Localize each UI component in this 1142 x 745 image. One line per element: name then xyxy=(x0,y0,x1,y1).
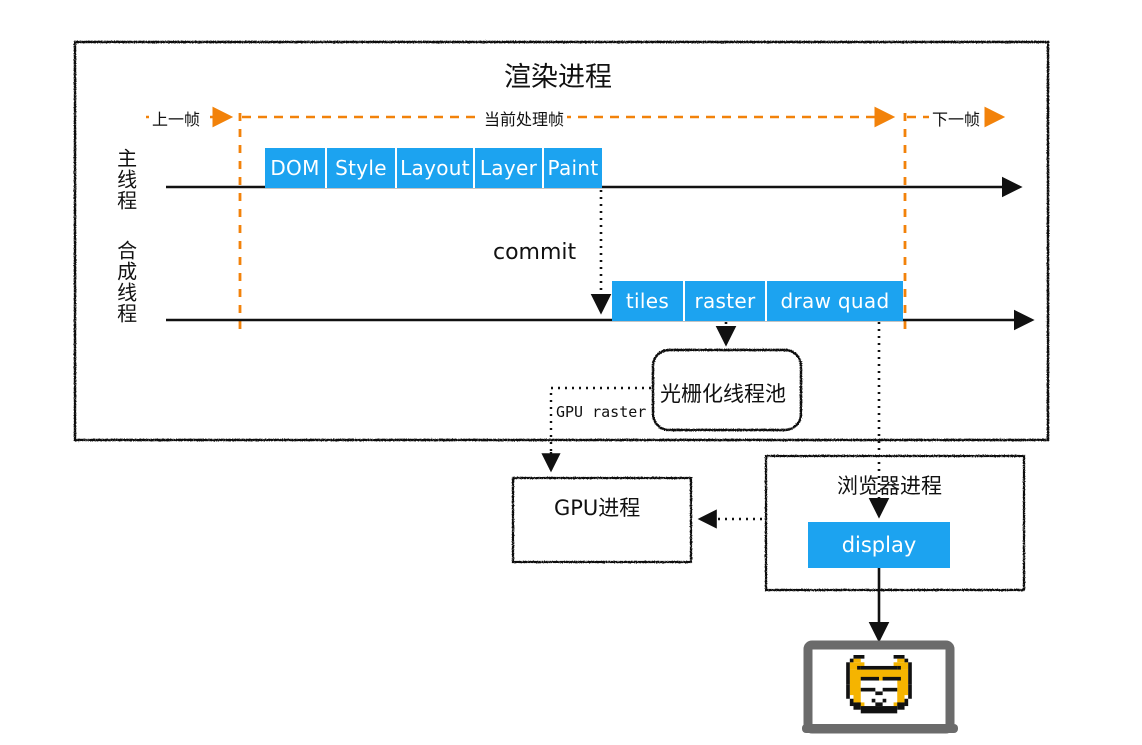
stage-dom[interactable]: DOM xyxy=(265,148,327,188)
browser-process-label: 浏览器进程 xyxy=(837,474,942,498)
doge-icon xyxy=(846,655,912,714)
next-frame-label: 下一帧 xyxy=(929,106,984,130)
lane-label-main-thread: 主线程 xyxy=(113,148,138,211)
stage-draw-quad[interactable]: draw quad xyxy=(767,281,903,321)
stage-style[interactable]: Style xyxy=(327,148,397,188)
commit-label: commit xyxy=(493,240,577,265)
stage-tiles[interactable]: tiles xyxy=(612,281,685,321)
stage-paint[interactable]: Paint xyxy=(544,148,602,188)
stage-layout[interactable]: Layout xyxy=(397,148,475,188)
stage-raster[interactable]: raster xyxy=(685,281,767,321)
current-frame-label: 当前处理帧 xyxy=(481,106,568,130)
lane-label-compositor-thread: 合成线程 xyxy=(113,240,138,324)
gpu-raster-path xyxy=(549,386,651,468)
stage-layer[interactable]: Layer xyxy=(475,148,544,188)
gpu-raster-label: GPU raster xyxy=(556,403,647,421)
page-title: 渲染进程 xyxy=(504,62,612,93)
gpu-process-label: GPU进程 xyxy=(554,496,641,520)
previous-frame-label: 上一帧 xyxy=(149,106,204,130)
display-box[interactable]: display xyxy=(808,522,950,568)
raster-thread-pool-label: 光栅化线程池 xyxy=(660,382,786,406)
